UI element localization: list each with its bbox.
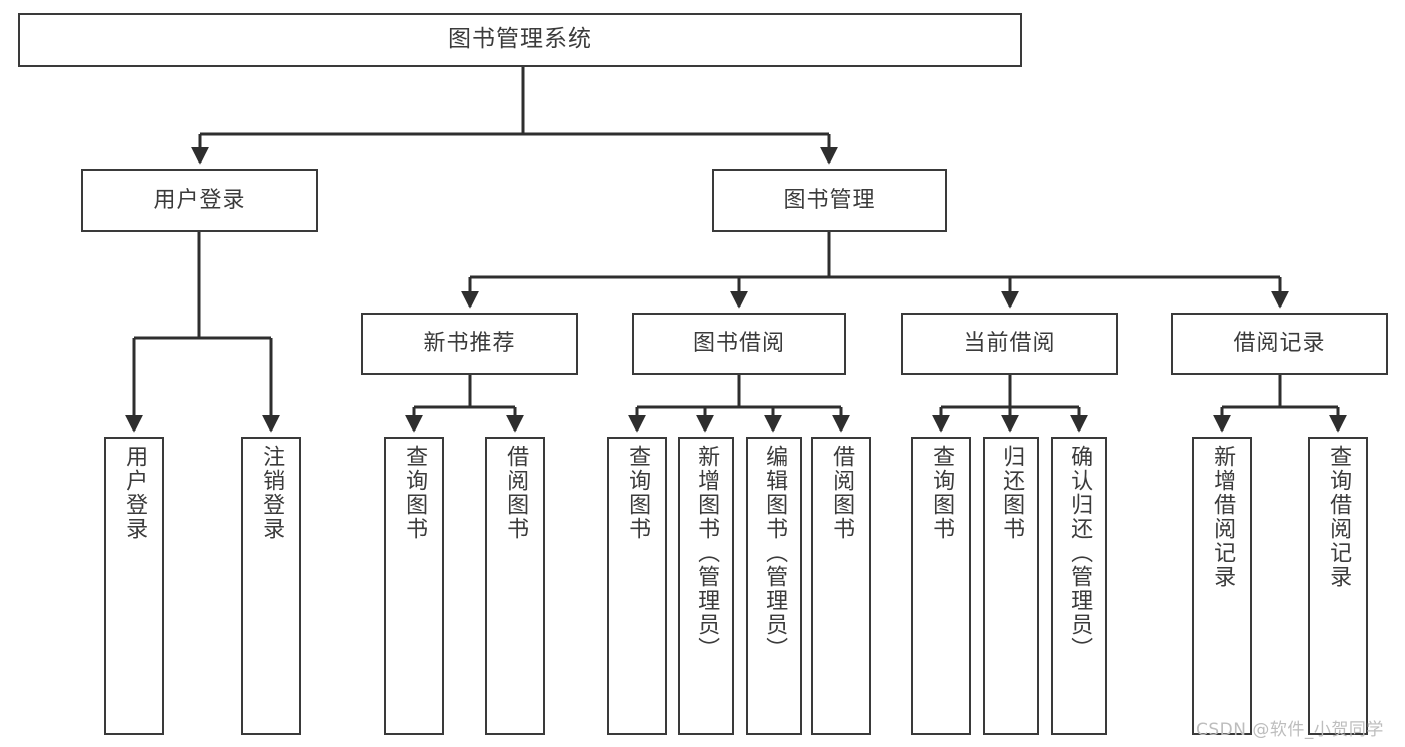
node-leaf-user-login-label: 用户登录 [122, 445, 148, 541]
node-leaf-query-book-recommend[interactable]: 查询图书 [384, 437, 444, 735]
node-book-borrow[interactable]: 图书借阅 [632, 313, 846, 375]
node-leaf-user-login[interactable]: 用户登录 [104, 437, 164, 735]
node-leaf-logout[interactable]: 注销登录 [241, 437, 301, 735]
node-root-system-label: 图书管理系统 [448, 26, 592, 53]
node-leaf-edit-book[interactable]: 编辑图书（管理员） [746, 437, 802, 735]
node-current-borrow-label: 当前借阅 [963, 331, 1056, 357]
node-current-borrow[interactable]: 当前借阅 [901, 313, 1118, 375]
node-user-login-label: 用户登录 [153, 187, 246, 213]
node-book-borrow-label: 图书借阅 [692, 331, 785, 357]
node-leaf-add-borrow-record[interactable]: 新增借阅记录 [1192, 437, 1252, 735]
node-leaf-return-book[interactable]: 归还图书 [983, 437, 1039, 735]
node-leaf-confirm-return-label: 确认归还（管理员） [1067, 445, 1093, 661]
node-leaf-query-book-borrow-label: 查询图书 [625, 445, 651, 541]
node-leaf-query-book-current-label: 查询图书 [929, 445, 955, 541]
node-leaf-borrow-book-recommend-label: 借阅图书 [503, 445, 529, 541]
node-leaf-borrow-book-borrow-label: 借阅图书 [829, 445, 855, 541]
node-new-book-recommend-label: 新书推荐 [423, 331, 516, 357]
node-leaf-edit-book-label: 编辑图书（管理员） [762, 445, 788, 661]
node-leaf-borrow-book-borrow[interactable]: 借阅图书 [811, 437, 871, 735]
node-leaf-query-book-borrow[interactable]: 查询图书 [607, 437, 667, 735]
node-leaf-confirm-return[interactable]: 确认归还（管理员） [1051, 437, 1107, 735]
node-borrow-record[interactable]: 借阅记录 [1171, 313, 1388, 375]
node-leaf-add-book-label: 新增图书（管理员） [694, 445, 720, 661]
node-leaf-logout-label: 注销登录 [259, 445, 285, 541]
node-leaf-borrow-book-recommend[interactable]: 借阅图书 [485, 437, 545, 735]
node-new-book-recommend[interactable]: 新书推荐 [361, 313, 578, 375]
csdn-watermark: CSDN @软件_小贺同学 [1196, 720, 1384, 740]
node-user-login[interactable]: 用户登录 [81, 169, 318, 232]
node-leaf-query-book-current[interactable]: 查询图书 [911, 437, 971, 735]
node-borrow-record-label: 借阅记录 [1233, 331, 1326, 357]
node-leaf-add-book[interactable]: 新增图书（管理员） [678, 437, 734, 735]
node-leaf-query-borrow-record-label: 查询借阅记录 [1326, 445, 1352, 589]
node-leaf-query-borrow-record[interactable]: 查询借阅记录 [1308, 437, 1368, 735]
node-leaf-add-borrow-record-label: 新增借阅记录 [1210, 445, 1236, 589]
node-leaf-query-book-recommend-label: 查询图书 [402, 445, 428, 541]
node-root-system[interactable]: 图书管理系统 [18, 13, 1022, 67]
node-book-manage[interactable]: 图书管理 [712, 169, 947, 232]
node-book-manage-label: 图书管理 [783, 187, 876, 213]
node-leaf-return-book-label: 归还图书 [999, 445, 1025, 541]
